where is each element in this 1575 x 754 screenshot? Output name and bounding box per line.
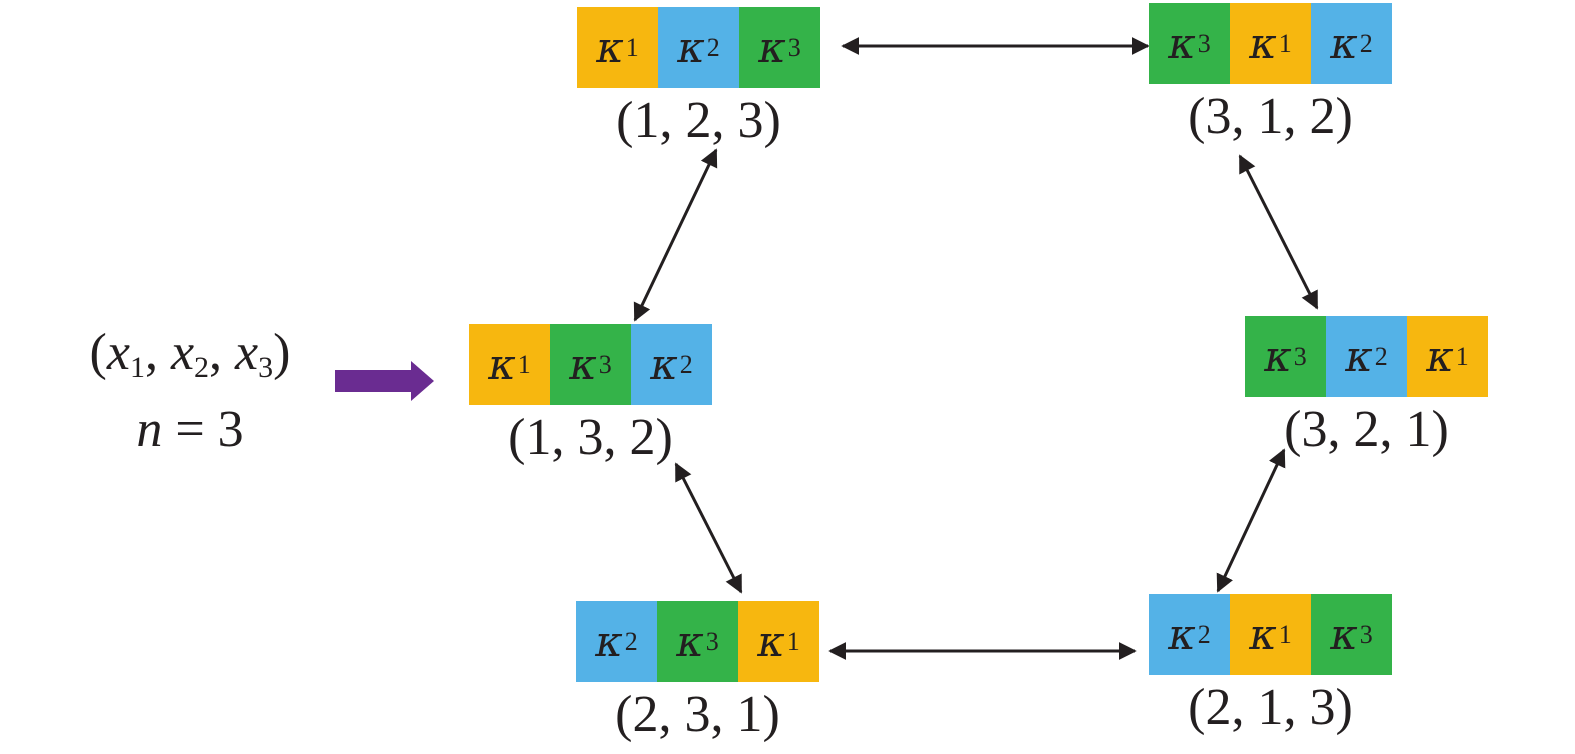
kappa-subscript: 2 [624, 626, 638, 656]
kappa-symbol: κ [1330, 19, 1358, 68]
kappa-symbol: κ [488, 340, 516, 389]
kappa-subscript: 1 [1278, 619, 1292, 649]
kappa-symbol: κ [650, 340, 678, 389]
kappa-subscript: 3 [1359, 619, 1373, 649]
kappa-subscript: 1 [786, 626, 800, 656]
kappa-symbol: κ [1249, 19, 1277, 68]
kappa-symbol: κ [677, 23, 705, 72]
kappa-subscript: 2 [679, 349, 693, 379]
kappa-symbol: κ [1345, 332, 1373, 381]
kappa-symbol: κ [1426, 332, 1454, 381]
kappa-symbol: κ [757, 617, 785, 666]
kappa-subscript: 1 [1455, 341, 1469, 371]
input-arrow [335, 361, 434, 401]
kappa-subscript: 2 [706, 32, 720, 62]
permutation-label: (1, 2, 3) [616, 92, 781, 149]
kappa-symbol: κ [758, 23, 786, 72]
input-vector: (x1, x2, x3) [89, 324, 291, 384]
edge-p321-p213 [1216, 448, 1286, 593]
kappa-symbol: κ [676, 617, 704, 666]
kappa-symbol: κ [595, 617, 623, 666]
kappa-subscript: 3 [598, 349, 612, 379]
kappa-subscript: 1 [1278, 28, 1292, 58]
kappa-subscript: 2 [1197, 619, 1211, 649]
permutation-label: (3, 2, 1) [1284, 401, 1449, 458]
kappa-symbol: κ [569, 340, 597, 389]
edge-p132-p231 [674, 462, 743, 594]
permutation-label: (3, 1, 2) [1188, 88, 1353, 145]
kappa-subscript: 1 [517, 349, 531, 379]
edge-p123-p132 [633, 148, 718, 322]
kappa-subscript: 2 [1374, 341, 1388, 371]
kappa-symbol: κ [1264, 332, 1292, 381]
edge-p312-p321 [1238, 154, 1319, 310]
kappa-subscript: 2 [1359, 28, 1373, 58]
permutation-label: (2, 3, 1) [615, 686, 780, 743]
kappa-symbol: κ [1330, 610, 1358, 659]
kappa-symbol: κ [1249, 610, 1277, 659]
kappa-symbol: κ [1168, 610, 1196, 659]
kappa-subscript: 1 [625, 32, 639, 62]
kappa-subscript: 3 [787, 32, 801, 62]
kappa-subscript: 3 [1197, 28, 1211, 58]
input-label: (x1, x2, x3) n = 3 [50, 322, 330, 461]
kappa-subscript: 3 [1293, 341, 1307, 371]
permutation-label: (2, 1, 3) [1188, 679, 1353, 736]
permutation-label: (1, 3, 2) [508, 409, 673, 466]
input-n: n = 3 [136, 401, 244, 458]
kappa-symbol: κ [596, 23, 624, 72]
kappa-subscript: 3 [705, 626, 719, 656]
kappa-symbol: κ [1168, 19, 1196, 68]
